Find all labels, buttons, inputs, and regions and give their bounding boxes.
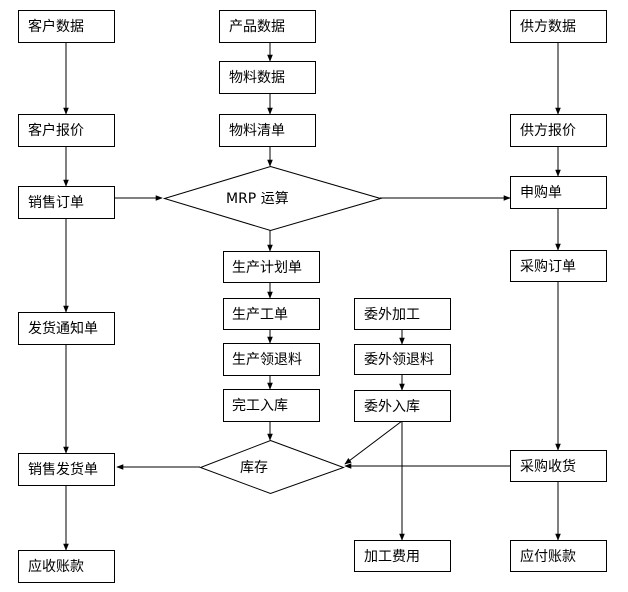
node-label: 委外入库 bbox=[364, 399, 420, 415]
node-label: 库存 bbox=[240, 460, 268, 476]
node-receivables[interactable]: 应收账款 bbox=[18, 550, 115, 583]
node-label: 客户报价 bbox=[28, 122, 84, 139]
node-customer-quote[interactable]: 客户报价 bbox=[18, 114, 115, 147]
node-label: 委外领退料 bbox=[364, 352, 434, 368]
node-supplier-quote[interactable]: 供方报价 bbox=[510, 114, 607, 147]
node-label: 产品数据 bbox=[229, 19, 285, 35]
node-payables[interactable]: 应付账款 bbox=[510, 540, 607, 572]
node-label: 客户数据 bbox=[28, 18, 84, 35]
node-label: 采购收货 bbox=[520, 458, 576, 475]
node-purchase-receipt[interactable]: 采购收货 bbox=[510, 450, 607, 482]
nodes: 客户数据 客户报价 销售订单 发货通知单 销售发货单 应收账款 产品数据 bbox=[18, 10, 607, 583]
node-label: 发货通知单 bbox=[28, 320, 98, 337]
node-processing-fee[interactable]: 加工费用 bbox=[354, 540, 451, 572]
node-material-data[interactable]: 物料数据 bbox=[219, 61, 316, 94]
node-customer-data[interactable]: 客户数据 bbox=[18, 10, 115, 43]
node-delivery-notice[interactable]: 发货通知单 bbox=[18, 312, 115, 345]
node-outsourcing[interactable]: 委外加工 bbox=[354, 298, 451, 330]
node-label: 完工入库 bbox=[232, 398, 288, 414]
node-label: MRP 运算 bbox=[226, 191, 289, 207]
node-outsource-stock-in[interactable]: 委外入库 bbox=[354, 390, 451, 422]
node-sales-order[interactable]: 销售订单 bbox=[18, 186, 115, 219]
node-label: 销售发货单 bbox=[28, 461, 98, 478]
node-label: 物料清单 bbox=[229, 123, 285, 139]
node-label: 销售订单 bbox=[28, 195, 84, 211]
node-product-data[interactable]: 产品数据 bbox=[219, 10, 316, 43]
node-label: 采购订单 bbox=[520, 259, 576, 275]
node-supplier-data[interactable]: 供方数据 bbox=[510, 10, 607, 43]
node-completion-stock-in[interactable]: 完工入库 bbox=[223, 389, 320, 422]
node-sales-delivery[interactable]: 销售发货单 bbox=[18, 453, 115, 486]
node-work-order[interactable]: 生产工单 bbox=[223, 298, 320, 330]
node-bom[interactable]: 物料清单 bbox=[219, 114, 316, 147]
node-purchase-request[interactable]: 申购单 bbox=[510, 176, 607, 209]
node-outsource-issue-return[interactable]: 委外领退料 bbox=[354, 344, 451, 375]
node-label: 生产工单 bbox=[232, 307, 288, 323]
node-label: 申购单 bbox=[520, 185, 562, 201]
node-production-plan[interactable]: 生产计划单 bbox=[223, 251, 320, 283]
edges bbox=[63, 42, 561, 551]
node-mrp[interactable]: MRP 运算 bbox=[162, 165, 383, 232]
node-label: 加工费用 bbox=[364, 549, 420, 565]
node-label: 供方数据 bbox=[520, 19, 576, 35]
node-label: 应付账款 bbox=[520, 548, 576, 565]
node-inventory[interactable]: 库存 bbox=[199, 439, 345, 495]
edge-outsource-stock-in-to-inventory bbox=[344, 420, 403, 465]
node-label: 委外加工 bbox=[364, 307, 420, 323]
node-production-issue-return[interactable]: 生产领退料 bbox=[223, 343, 320, 376]
node-purchase-order[interactable]: 采购订单 bbox=[510, 250, 607, 282]
node-label: 物料数据 bbox=[229, 70, 285, 86]
node-label: 生产计划单 bbox=[232, 260, 302, 276]
node-label: 供方报价 bbox=[520, 123, 576, 139]
node-label: 应收账款 bbox=[28, 558, 84, 575]
node-label: 生产领退料 bbox=[232, 352, 302, 368]
